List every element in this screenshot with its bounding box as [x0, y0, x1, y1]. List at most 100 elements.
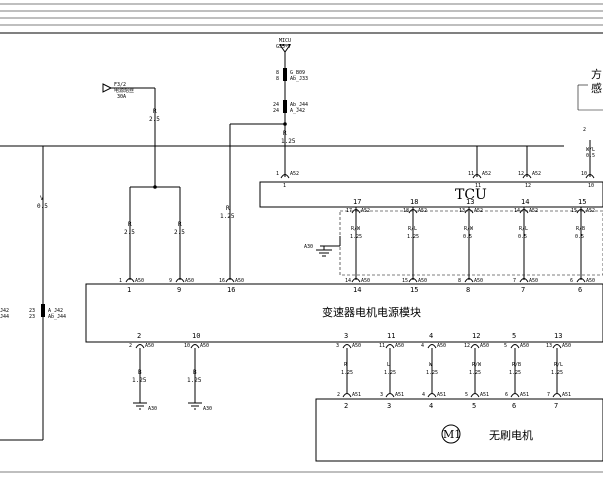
svg-text:B: B — [193, 369, 197, 376]
module-top-pin-pos: 14 — [353, 286, 361, 294]
fuse-rating: 30A — [117, 94, 126, 100]
power-module: 变速器电机电源模块 — [85, 283, 603, 343]
module-bottom-pin-num: 5 — [512, 332, 516, 340]
module-top-pin-connector — [464, 278, 474, 283]
module-bottom-pin-connector — [552, 344, 562, 349]
tcu-top-pin-label: A52 — [532, 171, 541, 177]
motor-pin-connector — [470, 393, 480, 398]
module-top-pin-label: A50 — [418, 278, 427, 284]
module-bottom-pin-num2: 3 — [336, 343, 339, 349]
module-bottom-pin-label: A50 — [520, 343, 529, 349]
module-bottom-pin-label: A50 — [480, 343, 489, 349]
svg-text:R: R — [128, 221, 132, 228]
title-block-lines — [0, 3, 603, 473]
module-bottom-pin-num: 4 — [429, 332, 433, 340]
module-bottom-pin-connector — [385, 344, 395, 349]
tcu-top-pin-num: 11 — [468, 171, 474, 177]
module-bottom-pin-num2: 11 — [379, 343, 385, 349]
module-top-pin-pos: 7 — [521, 286, 525, 294]
module-box — [85, 283, 603, 343]
module-bottom-pin-connector — [427, 344, 437, 349]
micu-connector-2 — [283, 100, 287, 113]
tcu-top-pin-num: 12 — [518, 171, 524, 177]
tcu-bottom-pin-label: A52 — [586, 208, 595, 214]
module-top-pin-label: A50 — [185, 278, 194, 284]
module-top-pin-connector — [351, 278, 361, 283]
tcu-bottom-pin-connector — [519, 209, 529, 214]
svg-text:0.5: 0.5 — [37, 203, 48, 210]
module-bottom-pin-num2: 13 — [546, 343, 552, 349]
svg-text:1.25: 1.25 — [220, 213, 235, 220]
svg-text:1.25: 1.25 — [187, 377, 202, 384]
svg-text:24: 24 — [273, 102, 279, 108]
motor-pin-num: 4 — [422, 392, 425, 398]
tcu-bottom-pin-label: A52 — [529, 208, 538, 214]
motor-pin-num: 6 — [505, 392, 508, 398]
svg-text:2.5: 2.5 — [124, 229, 135, 236]
motor-symbol: M1 — [443, 428, 461, 441]
svg-text:1.25: 1.25 — [281, 138, 296, 145]
module-top-pin-label: A50 — [586, 278, 595, 284]
svg-text:W/L: W/L — [586, 147, 595, 153]
module-top-pin-pos: 8 — [466, 286, 470, 294]
module-bottom-pin-label: A50 — [200, 343, 209, 349]
top-right-sensor: 方 感 2 W/L 0.5 — [577, 67, 603, 159]
module-top-pin-label: A50 — [529, 278, 538, 284]
module-top-pin-pos: 1 — [127, 286, 131, 294]
svg-text:8: 8 — [276, 70, 279, 76]
module-supply-wires: R 2.5 R 2.5 R 1.25 — [124, 124, 235, 280]
motor-pin-label: A51 — [562, 392, 571, 398]
motor-wire-size: 1.25 — [551, 370, 563, 376]
motor-wire-size: 1.25 — [384, 370, 396, 376]
svg-text:R: R — [283, 130, 287, 137]
svg-text:8: 8 — [276, 76, 279, 82]
svg-text:2.5: 2.5 — [174, 229, 185, 236]
svg-text:G_B09: G_B09 — [290, 70, 305, 76]
tcu-bottom-pin-num2: 15 — [571, 208, 577, 214]
tcu-bottom-pin-num: 14 — [521, 198, 529, 206]
tcu-bottom-pin-label: A52 — [361, 208, 370, 214]
module-top-pin-connector — [225, 278, 235, 283]
module-top-pin-num: 9 — [169, 278, 172, 284]
module-bottom-pin-num: 10 — [192, 332, 200, 340]
tcu-top-pin-num: 1 — [276, 171, 279, 177]
motor-pin-connector — [427, 393, 437, 398]
module-top-pin-pos: 6 — [578, 286, 582, 294]
svg-text:A30: A30 — [304, 244, 313, 250]
motor-wire-color: R/L — [554, 362, 563, 368]
micu-supply: MICU G55-7 8 8 G_B09 Ab_J33 24 24 Ab_J44… — [273, 38, 308, 163]
motor-pin-num: 5 — [465, 392, 468, 398]
module-bottom-pin-connector — [470, 344, 480, 349]
module-bottom-pin-num: 2 — [137, 332, 141, 340]
svg-text:J42: J42 — [0, 308, 9, 314]
link-wire-color: R/W — [351, 226, 361, 232]
module-top-pin-connector — [125, 278, 135, 283]
link-wire-color: R/B — [576, 226, 585, 232]
module-bottom-pin-label: A50 — [437, 343, 446, 349]
ground-wires: B 1.25 A30 B 1.25 A30 — [132, 348, 212, 412]
tcu-top-pin-pos: 12 — [525, 183, 531, 189]
tcu-bottom-pin-num: 15 — [578, 198, 586, 206]
svg-text:Ab_J33: Ab_J33 — [290, 76, 308, 82]
motor-pin-pos: 2 — [344, 402, 348, 410]
module-top-pin-num: 14 — [345, 278, 351, 284]
link-wire-size: 1.25 — [350, 234, 362, 240]
module-top-pin-label: A50 — [361, 278, 370, 284]
module-bottom-pin-num2: 5 — [504, 343, 507, 349]
motor-wire-size: 1.25 — [469, 370, 481, 376]
module-top-pin-pos: 15 — [410, 286, 418, 294]
tcu-module-links: A30 — [304, 207, 603, 280]
module-bottom-pin-num2: 4 — [421, 343, 424, 349]
svg-text:A30: A30 — [203, 406, 212, 412]
svg-text:23: 23 — [29, 314, 35, 320]
motor-pin-label: A51 — [352, 392, 361, 398]
svg-text:A_J42: A_J42 — [48, 308, 63, 314]
tcu-box — [259, 181, 603, 208]
svg-text:23: 23 — [29, 308, 35, 314]
link-wire-color: R/L — [519, 226, 528, 232]
link-wire-color: R/W — [464, 226, 474, 232]
tcu-title: TCU — [455, 187, 487, 203]
motor-pin-connector — [342, 393, 352, 398]
tcu-bottom-pin-num2: 13 — [459, 208, 465, 214]
tcu-bottom-pin-num2: 14 — [514, 208, 520, 214]
